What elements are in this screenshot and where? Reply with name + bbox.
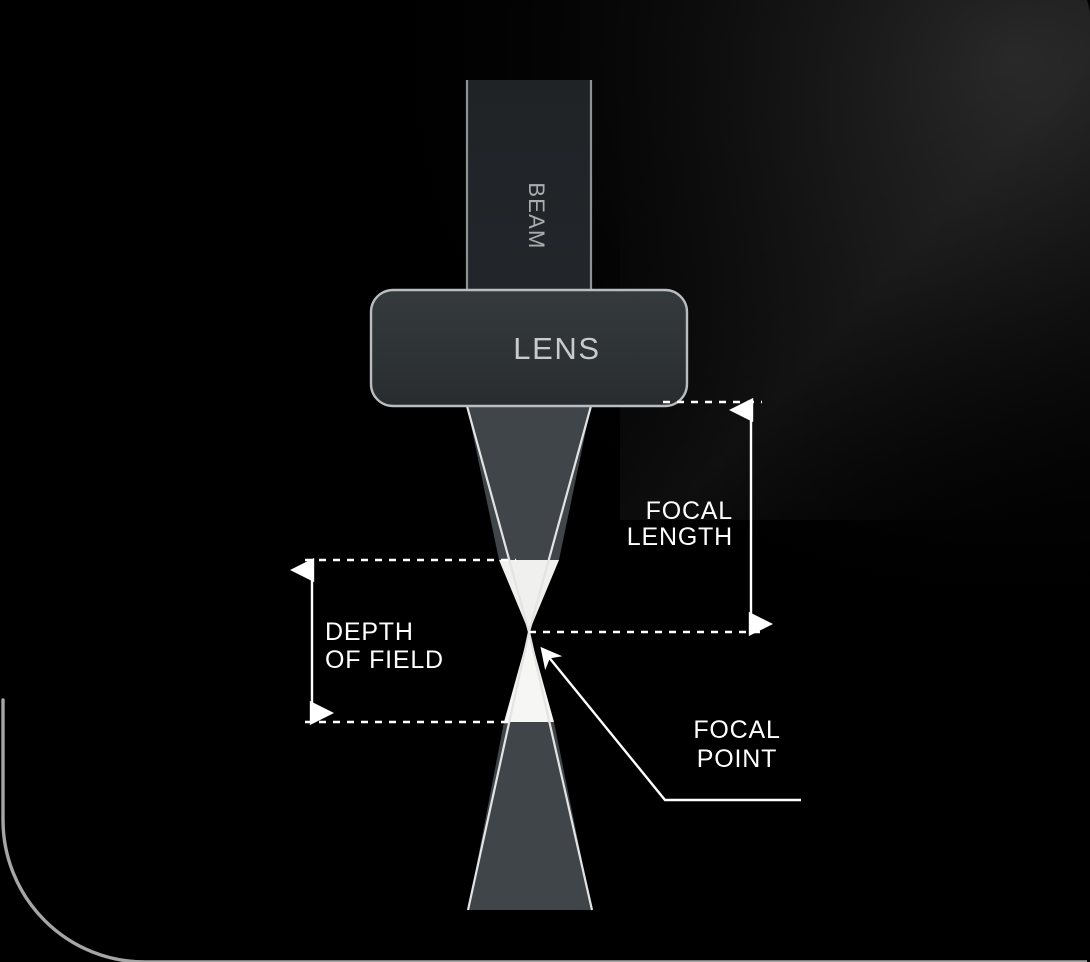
converging-cone (465, 405, 593, 633)
lens-body[interactable]: LENS (369, 288, 689, 408)
beam-label: BEAM (524, 182, 549, 249)
dof-label-line1: DEPTH (325, 618, 414, 646)
cone-upper-dark (467, 406, 591, 560)
focal-point-callout: FOCAL POINT (540, 646, 801, 802)
cone-lower-right-ray (527, 631, 594, 911)
cone-upper-bright (499, 560, 559, 632)
cone-lower-left-ray (466, 631, 531, 911)
lens-label: LENS (513, 331, 600, 366)
cone-upper-left-ray (465, 405, 531, 633)
diverging-cone (466, 631, 594, 911)
depth-of-field-dimension: DEPTH OF FIELD (290, 557, 516, 726)
focal-length-label-line1: FOCAL (646, 497, 733, 525)
focal-point-label-line1: FOCAL (693, 716, 780, 744)
beam-column: BEAM (465, 80, 593, 292)
cone-lower-dark (468, 722, 592, 910)
cone-lower-bright (504, 632, 554, 722)
lens-rect (369, 288, 689, 408)
focal-point-leader-line (540, 646, 801, 802)
focal-length-dimension: FOCAL LENGTH (529, 397, 773, 637)
cone-upper-right-ray (527, 405, 593, 633)
beam-rect (466, 80, 592, 292)
focal-point-label-line2: POINT (697, 745, 777, 773)
dof-label-line2: OF FIELD (325, 646, 444, 674)
focal-length-label-line2: LENGTH (627, 523, 733, 551)
